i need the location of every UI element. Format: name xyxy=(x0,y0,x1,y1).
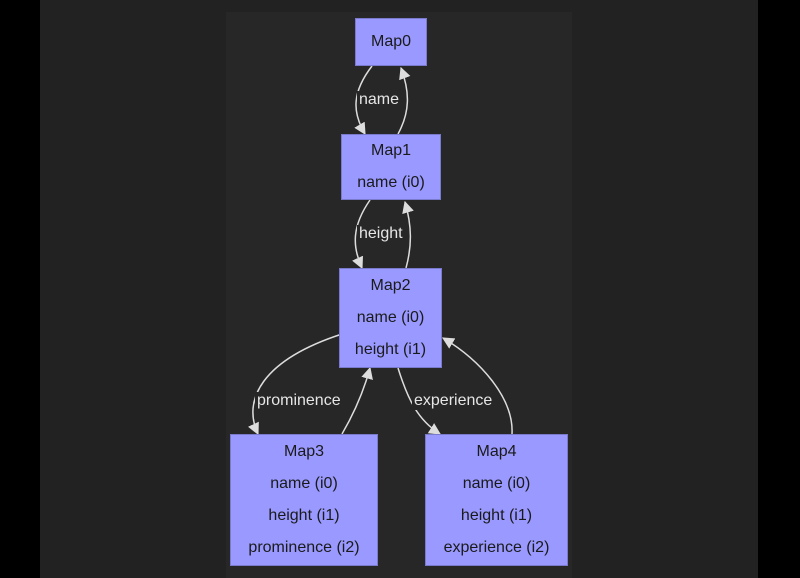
node-map4-field: experience (i2) xyxy=(443,539,550,556)
edge-map4-to-map2 xyxy=(441,337,513,435)
node-map2-title: Map2 xyxy=(370,277,411,294)
node-map0-title: Map0 xyxy=(370,33,412,50)
node-map4-field: height (i1) xyxy=(460,507,533,524)
node-map4-title: Map4 xyxy=(476,443,517,460)
node-map3-title: Map3 xyxy=(283,443,325,460)
node-map0[interactable]: Map0 xyxy=(355,18,427,66)
edge-label-height: height xyxy=(357,225,405,243)
edge-label-experience: experience xyxy=(412,392,495,410)
node-map4-field: name (i0) xyxy=(462,475,531,492)
node-map3-field: prominence (i2) xyxy=(248,539,360,556)
node-map2[interactable]: Map2 name (i0) height (i1) xyxy=(339,268,442,368)
node-map1-title: Map1 xyxy=(370,142,412,159)
node-map4[interactable]: Map4 name (i0) height (i1) experience (i… xyxy=(425,434,568,566)
edge-label-prominence: prominence xyxy=(255,392,343,410)
edge-map3-to-map2 xyxy=(341,366,373,435)
edge-map2-to-map1 xyxy=(402,200,414,269)
node-map2-field: name (i0) xyxy=(356,309,425,326)
node-map3-field: height (i1) xyxy=(268,507,340,524)
edge-map2-to-map3 xyxy=(247,333,343,436)
node-map3-field: name (i0) xyxy=(270,475,338,492)
edge-label-name: name xyxy=(357,91,402,109)
edge-map0-to-map1 xyxy=(354,65,373,136)
edge-map1-to-map2 xyxy=(352,199,371,270)
node-map1-field: name (i0) xyxy=(357,174,425,191)
node-map2-field: height (i1) xyxy=(354,341,427,358)
node-map3[interactable]: Map3 name (i0) height (i1) prominence (i… xyxy=(230,434,378,566)
node-map1[interactable]: Map1 name (i0) xyxy=(341,134,441,200)
edge-map1-to-map0 xyxy=(397,66,411,135)
